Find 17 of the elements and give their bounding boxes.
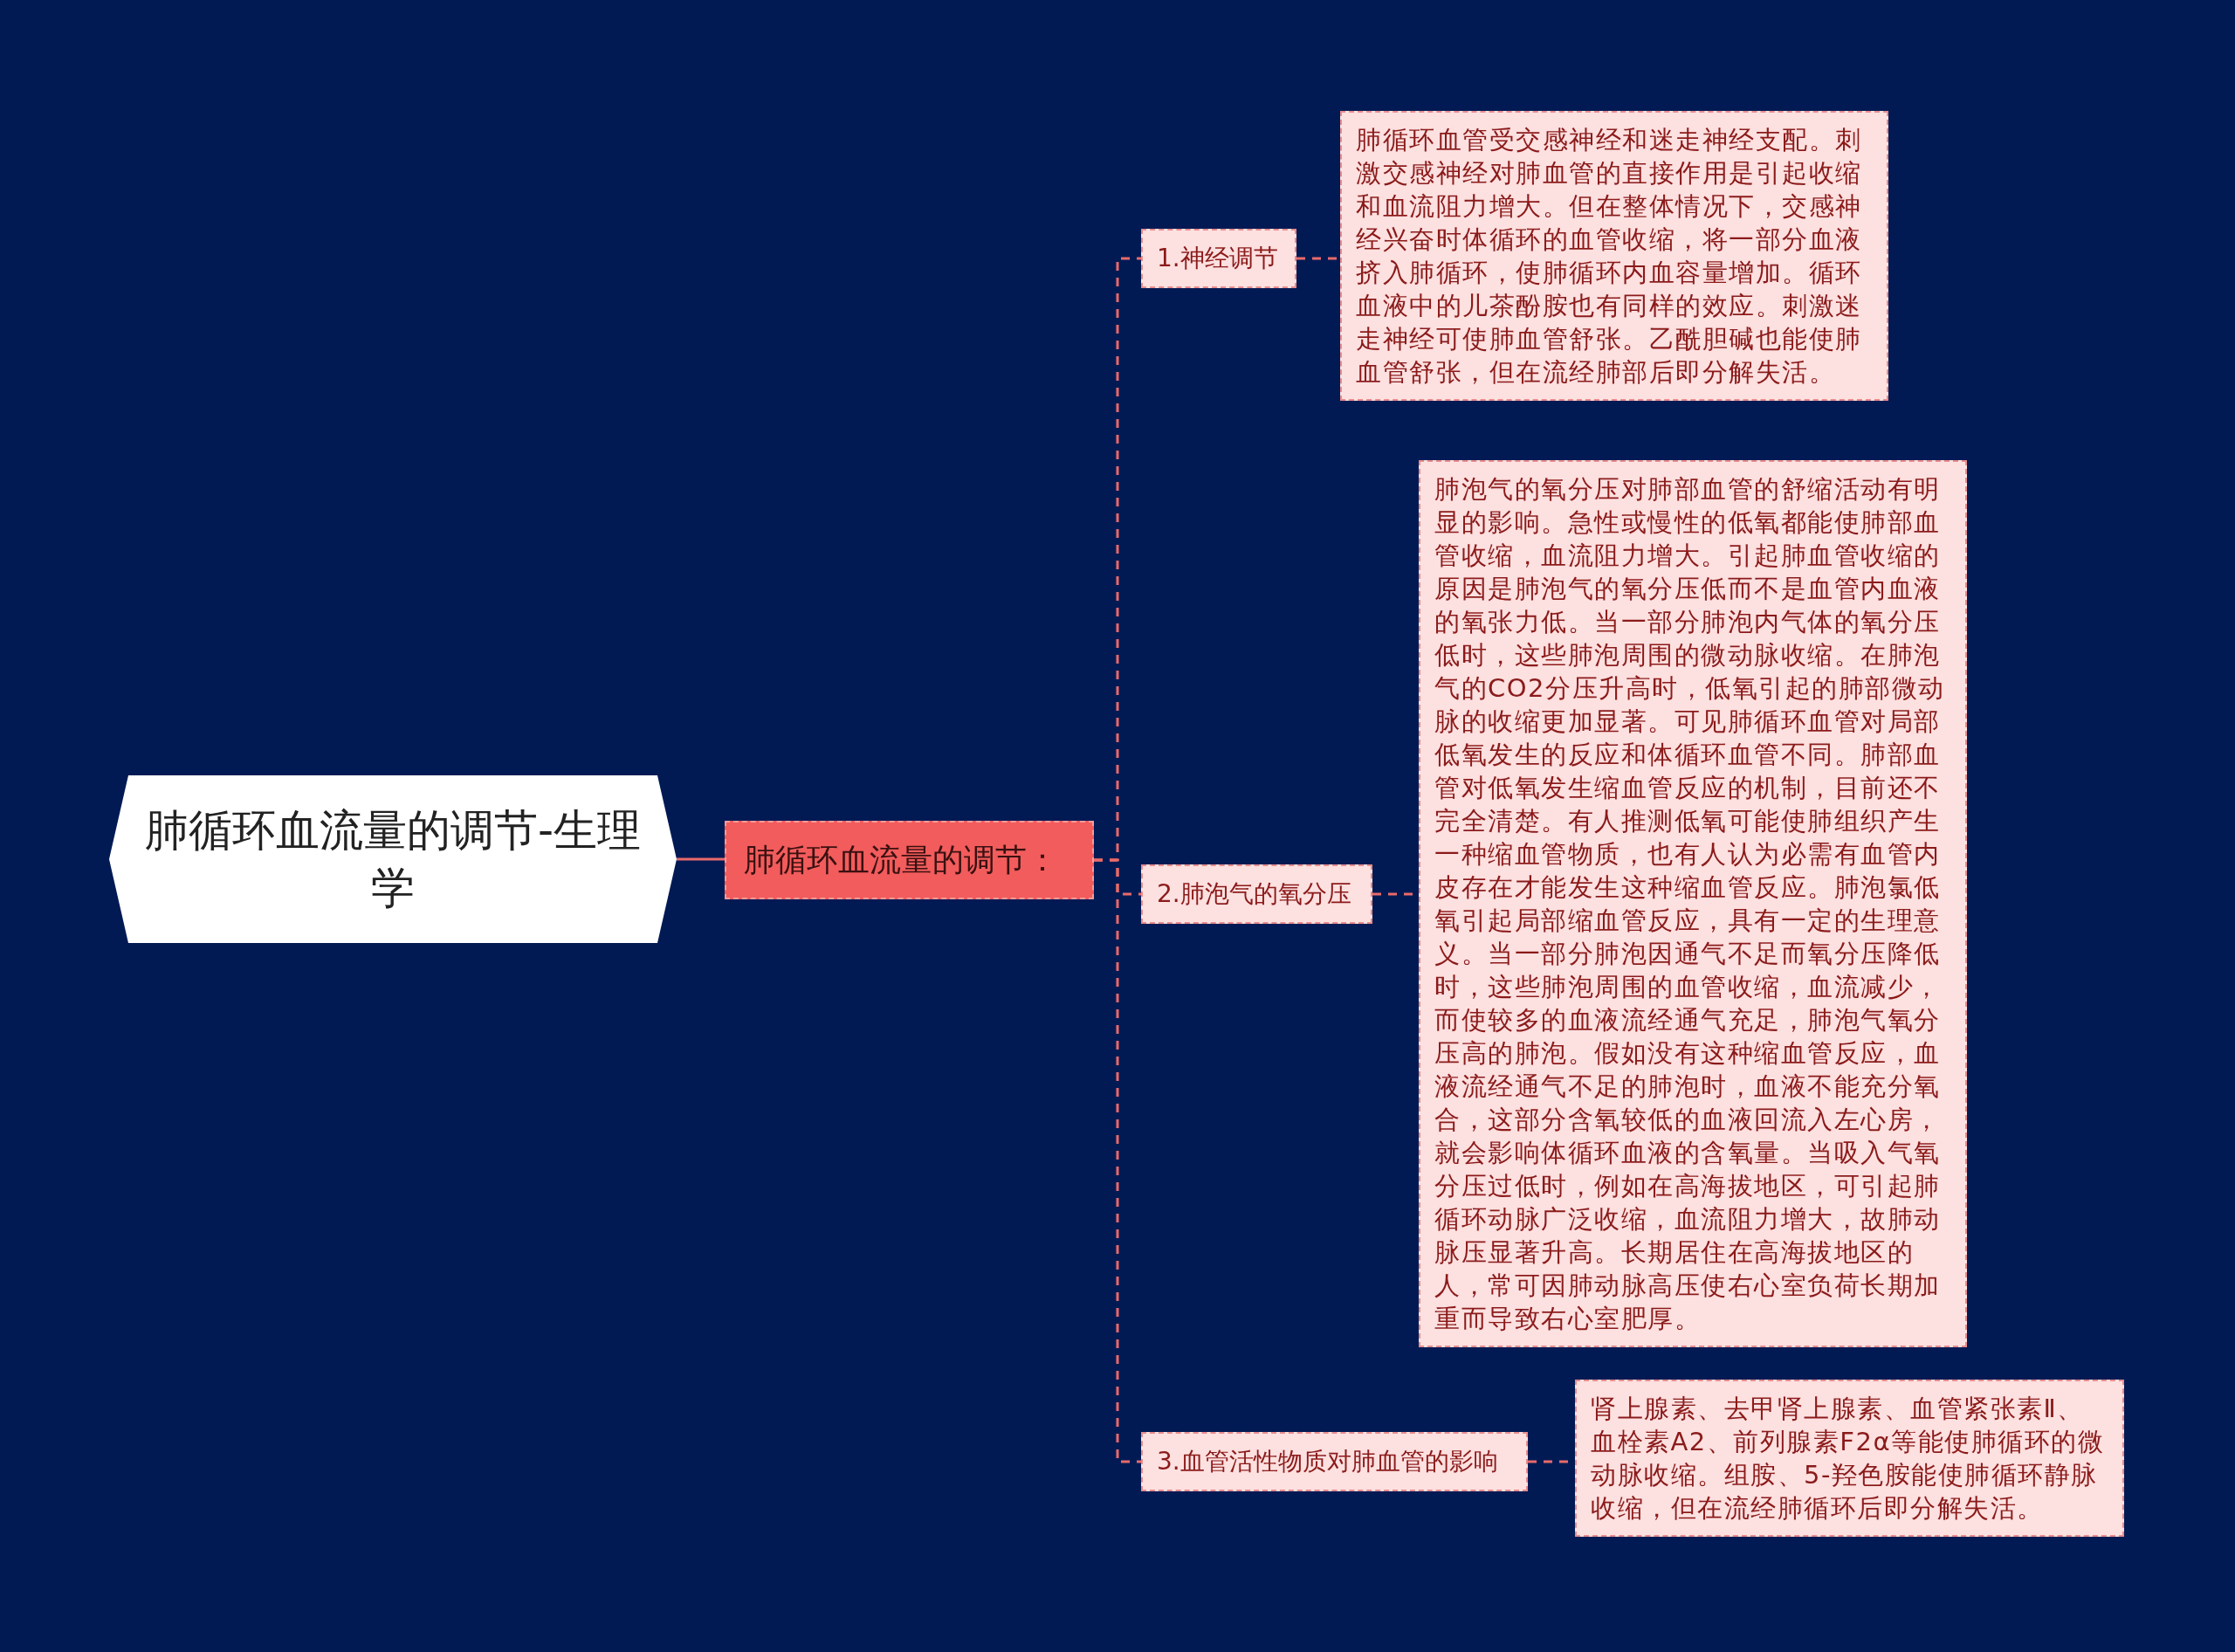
note-text: 肺循环血管受交感神经和迷走神经支配。刺激交感神经对肺血管的直接作用是引起收缩和血流阻力增大。但在整体情况下，交感神经兴奋时体循环的血管收缩，将一部分血液挤入肺循环，使肺循环内血容量增加。循环血液中的儿茶酚胺也有同样的效应。刺激迷走神经可使肺血管舒张。乙酰胆碱也能使肺血管舒张，但在流经肺部后即分解失活。 [1356,125,1862,387]
subtopic-box [1141,229,1296,288]
dashed-connector [1094,858,1141,1463]
main-topic-box [725,821,1094,899]
topic-text: 1.神经调节 [1157,243,1278,274]
topic-text: 肺循环血流量的调节-生理学 [144,804,642,915]
topic-text: 肺循环血流量的调节： [744,840,1058,879]
note-box [1575,1380,2124,1537]
subtopic-box [1141,1432,1528,1491]
connector-line [677,857,725,861]
subtopic-box [1141,864,1372,924]
root-topic [109,775,677,943]
note-box [1340,111,1888,401]
topic-text: 2.肺泡气的氧分压 [1157,878,1351,910]
note-text: 肾上腺素、去甲肾上腺素、血管紧张素Ⅱ、血栓素A2、前列腺素F2α等能使肺循环的微动脉收缩。组胺、5-羟色胺能使肺循环静脉收缩，但在流经肺循环后即分解失活。 [1591,1394,2105,1523]
topic-text: 3.血管活性物质对肺血管的影响 [1157,1446,1498,1477]
note-text: 肺泡气的氧分压对肺部血管的舒缩活动有明显的影响。急性或慢性的低氧都能使肺部血管收缩，血流阻力增大。引起肺血管收缩的原因是肺泡气的氧分压低而不是血管内血液的氧张力低。当一部分肺泡内气体的氧分压低时，这些肺泡周围的微动脉收缩。在肺泡气的CO2分压升高时，低氧引起的肺部微动脉的收缩更加显著。可见肺循环血管对局部低氧发生的反应和体循环血管不同。肺部血管对低氧发生缩血管反应的机制，目前还不完全清楚。有人推测低氧可能使肺组织产生一种缩血管物质，也有人认为必需有血管内皮存在才能发生这种缩血管反应。肺泡氯低氧引起局部缩血管反应，具有一定的生理意义。当一部分肺泡因通气不足而氧分压降低时，这些肺泡周围的血管收缩，血流减少，而使较多的血液流经通气充足，肺泡气氧分压高的肺泡。假如没有这种缩血管反应，血液流经通气不足的肺泡时，血液不能充分氧合，这部分含氧较低的血液回流入左心房，就会影响体循环血液的含氧量。当吸入气氧分压过低时，例如在高海拔地区，可引起肺循环动脉广泛收缩，血流阻力增大，故肺动脉压显著升高。长期居住在高海拔地区的人，常可因肺动脉高压使右心室负荷长期加重而导致右心室肥厚。 [1434,474,1945,1333]
